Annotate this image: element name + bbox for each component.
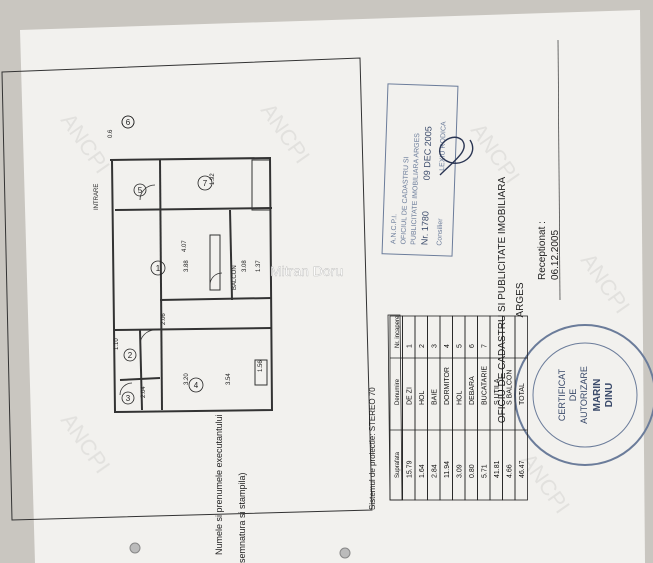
dim: 1.10 (114, 338, 120, 350)
dim: 3.20 (184, 373, 190, 385)
room-label: 5 (138, 186, 143, 195)
stamp-line: AUTORIZARE (579, 366, 589, 424)
signature-labels-2: semnatura si stampila) (237, 472, 247, 563)
projection: Sistemul de proiectie: STEREO 70 (368, 387, 377, 510)
signature (438, 136, 474, 176)
table-cell: 2.84 (432, 464, 439, 478)
divider (557, 39, 561, 301)
room-label: 1 (156, 264, 161, 273)
table-cell: Suprafata (395, 451, 401, 478)
signature-label: semnatura si stampila) (237, 472, 247, 563)
table-cell: HOL (457, 391, 464, 406)
room-label: 6 (126, 118, 131, 127)
plan-dimensions: 4.07 3.88 3.08 1.92 2.06 3.20 3.54 2.04 … (108, 129, 264, 398)
table-cell: 11.94 (444, 461, 451, 478)
dim: 1.37 (256, 260, 262, 272)
table-cell: 0.80 (469, 464, 476, 478)
table-cell: 4 (444, 344, 451, 348)
table-cell: 1 (407, 344, 414, 348)
table-cell: DORMITOR (444, 367, 451, 405)
dim: 0.6 (108, 129, 114, 138)
stamp-line: CERTIFICAT (557, 368, 567, 421)
author-stamp: CERTIFICAT DE AUTORIZARE MARIN DINU (514, 324, 653, 466)
punch-hole (129, 542, 141, 554)
signature-labels: Numele si prenumele executantului (214, 414, 224, 555)
receptionat: Receptionat : 06.12.2005 (537, 221, 561, 280)
punch-hole (339, 547, 351, 559)
dim: 2.04 (141, 386, 147, 398)
balcon-label: BALCON (232, 265, 238, 290)
table-cell: Denumire (395, 378, 401, 405)
table-cell: 5 (457, 344, 464, 348)
table-cell: S BALCON (507, 370, 514, 405)
table-cell: 41.81 (494, 460, 501, 478)
table-cell: DE ZI (407, 387, 414, 405)
door-arcs (119, 184, 223, 396)
intrare-label: INTRARE (94, 184, 100, 210)
room-label: 2 (128, 351, 133, 360)
projection-label: Sistemul de proiectie: STEREO 70 (368, 387, 377, 510)
dim: 1.92 (210, 173, 216, 185)
stamp-line: DE (568, 389, 578, 402)
plan-frame (1, 57, 373, 521)
stamp-number: Nr. 1780 (419, 211, 430, 245)
table-row (514, 315, 528, 501)
north-marker (121, 115, 135, 129)
table-cell: 4.66 (507, 464, 514, 478)
dim: 4.07 (182, 240, 188, 252)
table-cell: 1.64 (419, 464, 426, 478)
dim: 3.54 (226, 373, 232, 385)
room-label: 4 (194, 381, 199, 390)
stamp-line: A.N.C.P.I. (390, 214, 398, 244)
office-county: ARGES (515, 282, 526, 317)
table-cell: 2 (419, 344, 426, 348)
stamp-line: LEXIU RODICA (439, 121, 448, 171)
stamp-line: PUBLICITATE IMOBILIARA ARGES (410, 133, 421, 245)
stamp-line: MARIN (592, 379, 603, 412)
room-label: 7 (203, 179, 208, 188)
office-block: OFICIU DE CADASTRU SI PUBLICITATE IMOBIL… (497, 177, 526, 424)
watermark: Mitran Doru (270, 263, 343, 279)
signature-label: Numele si prenumele executantului (214, 414, 224, 555)
table-cell: DEBARA (469, 376, 476, 405)
table-cell: 46.47 (519, 460, 526, 478)
receptionat-label: Receptionat : (537, 221, 548, 280)
paper (20, 10, 645, 563)
table-cell: 3.09 (457, 464, 464, 478)
dim: 3.88 (184, 260, 190, 272)
table-cell: HOL (419, 391, 426, 406)
stamp-line: Consilier (436, 218, 444, 246)
dim: 3.08 (242, 260, 248, 272)
table-cell: 5.71 (482, 464, 489, 478)
table-cell: 15.79 (407, 460, 414, 478)
office-name: OFICIU DE CADASTRU SI PUBLICITATE IMOBIL… (497, 177, 508, 424)
dim: 1.56 (258, 360, 264, 372)
stamp-date: 09 DEC 2005 (422, 126, 434, 180)
receptionat-date: 06.12.2005 (550, 230, 561, 280)
floor-plan (109, 156, 274, 414)
table-cell: 3 (432, 344, 439, 348)
stamp-line: DINU (604, 383, 615, 407)
dim: 2.06 (161, 313, 167, 325)
room-label: 3 (126, 394, 131, 403)
table-cell: S UTILA (494, 378, 501, 405)
table-cell: 6 (469, 344, 476, 348)
ocpi-stamp: A.N.C.P.I. OFICIUL DE CADASTRU SI PUBLIC… (381, 83, 459, 257)
stamp-line: OFICIUL DE CADASTRU SI (400, 156, 410, 244)
table-cell: BAIE (432, 389, 439, 405)
table-cell: 7 (482, 344, 489, 348)
table-cell: BUCATARIE (482, 366, 489, 405)
table-cell: TOTAL (519, 383, 526, 405)
table-cell: Nr. incapere (395, 315, 401, 348)
